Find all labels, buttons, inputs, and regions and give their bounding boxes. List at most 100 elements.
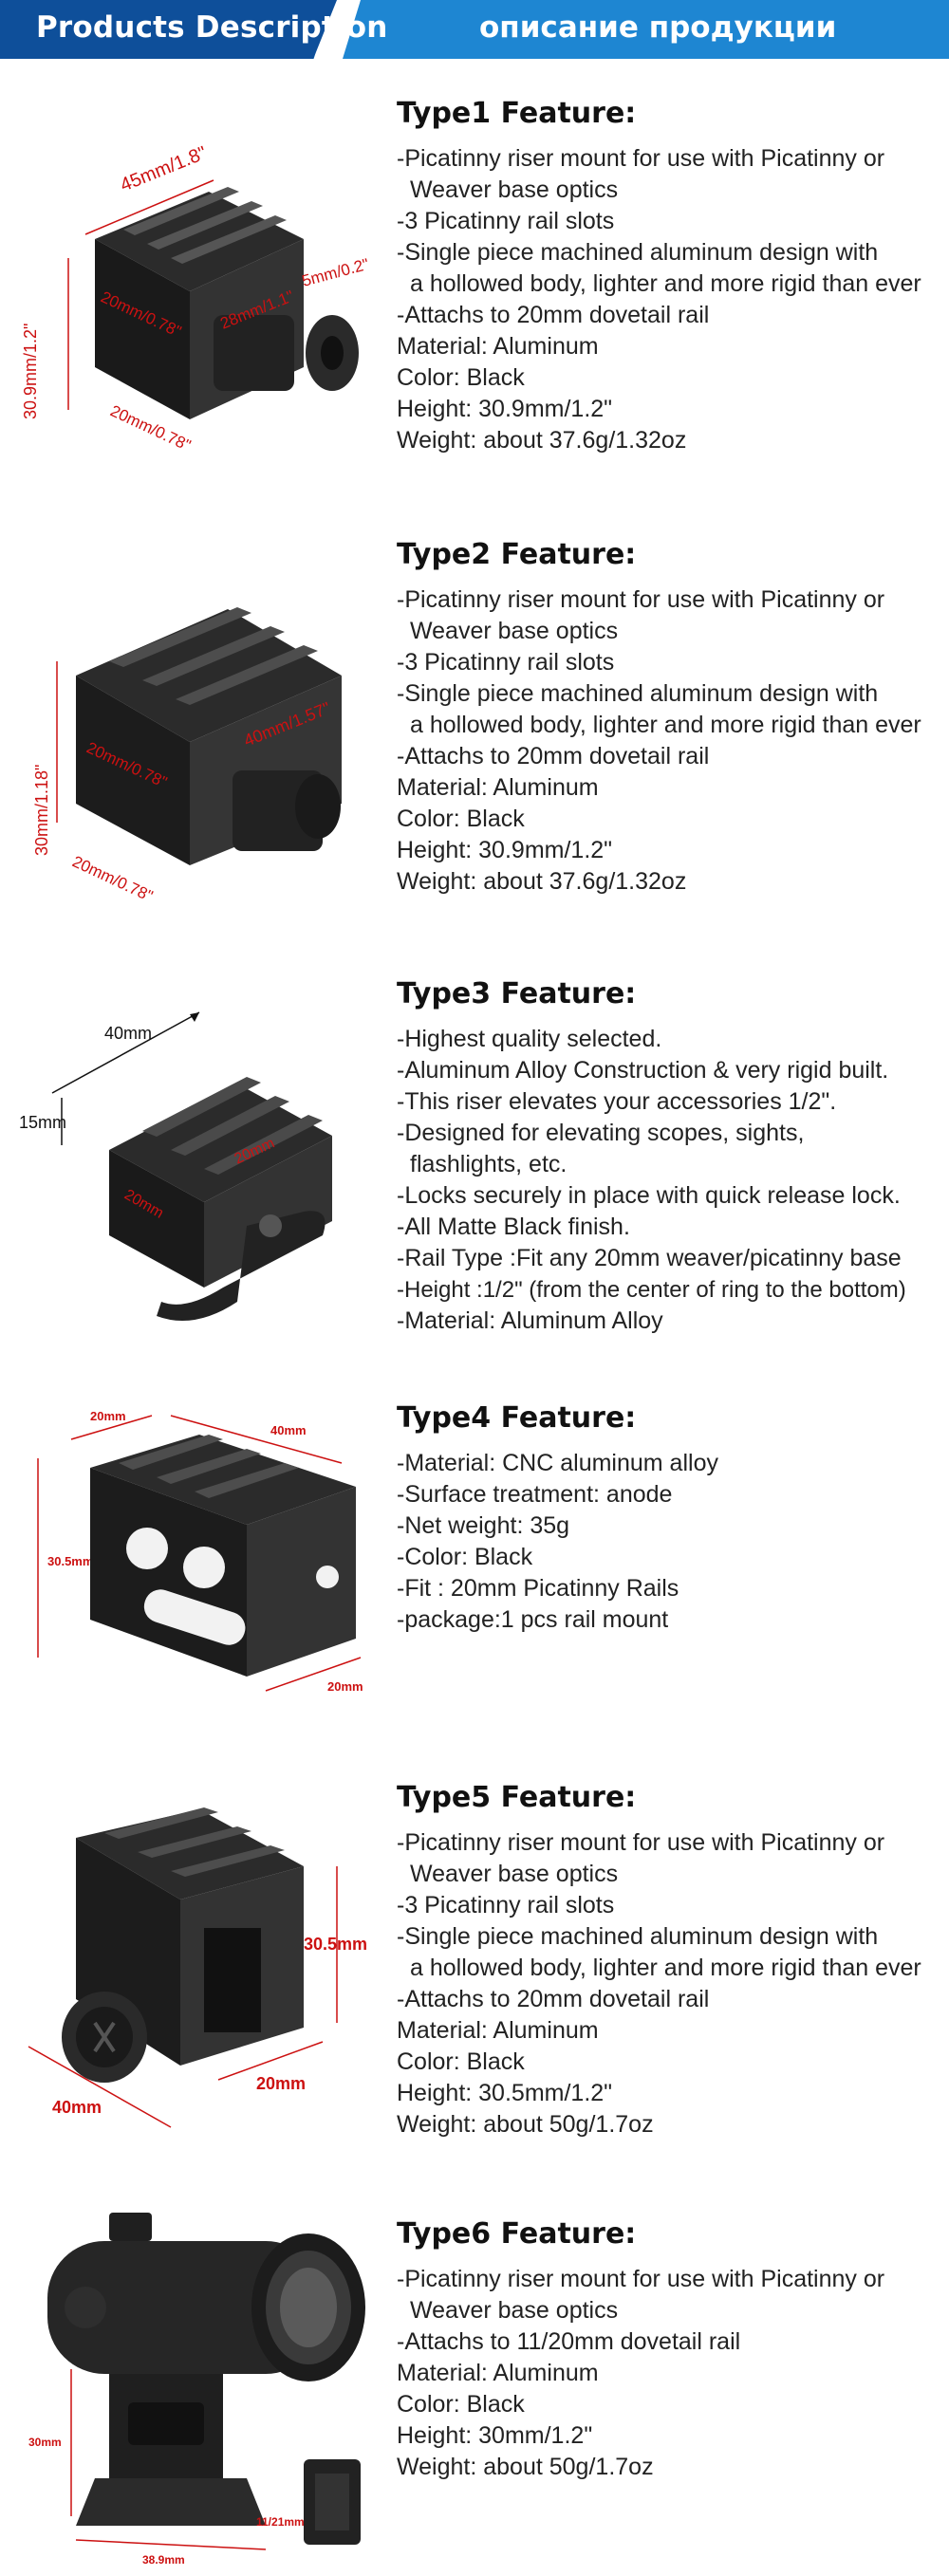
type6-line-3: -Attachs to 11/20mm dovetail rail (397, 2328, 741, 2355)
type2-line-10: Weight: about 37.6g/1.32oz (397, 868, 687, 895)
type5-line-10: Weight: about 50g/1.7oz (397, 2111, 654, 2138)
type1-dim-slot: 5mm/0.2" (300, 255, 371, 290)
type5-line-8: Color: Black (397, 2048, 525, 2075)
type2-line-4: -Single piece machined aluminum design w… (397, 680, 879, 707)
type2-riser-drawing: 30mm/1.18" 40mm/1.57" 20mm/0.78" 20mm/0.… (32, 607, 342, 903)
type6-text: Type6 Feature: -Picatinny riser mount fo… (397, 2217, 947, 2483)
type5-line-5: a hollowed body, lighter and more rigid … (410, 1955, 921, 1981)
type2-line-8: Color: Black (397, 806, 525, 832)
type6-line-4: Material: Aluminum (397, 2360, 599, 2386)
banner-title-ru: описание продукции (479, 10, 837, 45)
type6-section: 30mm 38.9mm 11/21mm Type6 Feature: -Pica… (0, 2184, 949, 2576)
type1-line-1: -Picatinny riser mount for use with Pica… (397, 145, 885, 172)
type4-line-1: -Material: CNC aluminum alloy (397, 1450, 718, 1476)
type5-riser-drawing: 30.5mm 20mm 40mm (28, 1807, 367, 2128)
type3-line-1: -Highest quality selected. (397, 1026, 662, 1052)
type6-reddot-drawing: 30mm 38.9mm 11/21mm (28, 2213, 365, 2567)
type6-line-1: -Picatinny riser mount for use with Pica… (397, 2266, 885, 2292)
type4-line-6: -package:1 pcs rail mount (397, 1606, 669, 1633)
type3-line-3: -This riser elevates your accessories 1/… (397, 1088, 837, 1115)
type5-text: Type5 Feature: -Picatinny riser mount fo… (397, 1781, 947, 2140)
type4-dim-length: 40mm (270, 1423, 307, 1437)
type4-text: Type4 Feature: -Material: CNC aluminum a… (397, 1401, 947, 1636)
type3-dim-length: 40mm (104, 1024, 152, 1043)
banner-left-bg (0, 0, 337, 59)
type4-riser-drawing: 20mm 40mm 30.5mm 20mm (37, 1409, 363, 1694)
type6-line-2: Weaver base optics (410, 2297, 619, 2324)
type3-text: Type3 Feature: -Highest quality selected… (397, 977, 947, 1337)
type6-dim-length: 38.9mm (142, 2553, 185, 2567)
type2-dim-height: 30mm/1.18" (32, 765, 51, 856)
type1-section: 45mm/1.8" 5mm/0.2" 20mm/0.78" 28mm/1.1" … (0, 59, 949, 495)
type3-line-5: flashlights, etc. (410, 1151, 568, 1177)
type4-dim-width-top: 20mm (90, 1409, 126, 1423)
type2-product-image: 30mm/1.18" 40mm/1.57" 20mm/0.78" 20mm/0.… (19, 552, 380, 903)
type5-line-6: -Attachs to 20mm dovetail rail (397, 1986, 710, 2012)
type4-dim-width-base: 20mm (327, 1679, 363, 1694)
type5-product-image: 30.5mm 20mm 40mm (19, 1781, 380, 2160)
header-banner: Products Description описание продукции (0, 0, 949, 59)
type5-section: 30.5mm 20mm 40mm Type5 Feature: -Picatin… (0, 1738, 949, 2184)
type2-heading: Type2 Feature: (397, 538, 637, 571)
type2-section: 30mm/1.18" 40mm/1.57" 20mm/0.78" 20mm/0.… (0, 495, 949, 932)
type3-line-4: -Designed for elevating scopes, sights, (397, 1120, 805, 1146)
type6-line-5: Color: Black (397, 2391, 525, 2418)
type3-section: 40mm 15mm 20mm 20mm Type3 Feature: -High… (0, 932, 949, 1363)
type2-line-9: Height: 30.9mm/1.2" (397, 837, 613, 863)
type5-line-1: -Picatinny riser mount for use with Pica… (397, 1829, 885, 1856)
type3-dim-height: 15mm (19, 1113, 66, 1132)
type4-line-3: -Net weight: 35g (397, 1512, 570, 1539)
type6-line-7: Weight: about 50g/1.7oz (397, 2454, 654, 2480)
type6-dim-width: 11/21mm (256, 2515, 305, 2529)
type2-line-1: -Picatinny riser mount for use with Pica… (397, 586, 885, 613)
type1-line-8: Color: Black (397, 364, 525, 391)
type5-dim-width: 20mm (256, 2074, 306, 2093)
type5-line-9: Height: 30.5mm/1.2" (397, 2080, 613, 2106)
type5-line-3: -3 Picatinny rail slots (397, 1892, 615, 1918)
type3-riser-drawing: 40mm 15mm 20mm 20mm (19, 1011, 332, 1321)
type6-dim-height: 30mm (28, 2436, 62, 2449)
type2-text: Type2 Feature: -Picatinny riser mount fo… (397, 538, 947, 898)
type1-text: Type1 Feature: -Picatinny riser mount fo… (397, 97, 947, 456)
type4-line-5: -Fit : 20mm Picatinny Rails (397, 1575, 679, 1602)
type6-heading: Type6 Feature: (397, 2217, 637, 2251)
type6-product-image: 30mm 38.9mm 11/21mm (19, 2203, 380, 2568)
type1-line-7: Material: Aluminum (397, 333, 599, 360)
type3-heading: Type3 Feature: (397, 977, 637, 1010)
type5-line-4: -Single piece machined aluminum design w… (397, 1923, 879, 1950)
type1-line-10: Weight: about 37.6g/1.32oz (397, 427, 687, 454)
type2-line-3: -3 Picatinny rail slots (397, 649, 615, 676)
type3-product-image: 40mm 15mm 20mm 20mm (19, 974, 380, 1349)
type2-line-6: -Attachs to 20mm dovetail rail (397, 743, 710, 769)
type4-line-4: -Color: Black (397, 1544, 533, 1570)
type5-line-7: Material: Aluminum (397, 2017, 599, 2044)
type2-line-5: a hollowed body, lighter and more rigid … (410, 712, 921, 738)
type1-line-6: -Attachs to 20mm dovetail rail (397, 302, 710, 328)
type3-line-7: -All Matte Black finish. (397, 1214, 630, 1240)
type1-line-5: a hollowed body, lighter and more rigid … (410, 270, 921, 297)
type1-product-image: 45mm/1.8" 5mm/0.2" 20mm/0.78" 28mm/1.1" … (19, 135, 380, 457)
type4-section: 20mm 40mm 30.5mm 20mm Type4 Feature: -Ma… (0, 1363, 949, 1738)
type3-line-8: -Rail Type :Fit any 20mm weaver/picatinn… (397, 1245, 902, 1271)
type1-dim-height: 30.9mm/1.2" (21, 324, 40, 419)
type6-line-6: Height: 30mm/1.2" (397, 2422, 593, 2449)
type5-dim-height: 30.5mm (304, 1935, 367, 1954)
type1-riser-drawing: 45mm/1.8" 5mm/0.2" 20mm/0.78" 28mm/1.1" … (21, 142, 371, 454)
type4-product-image: 20mm 40mm 30.5mm 20mm (19, 1392, 380, 1729)
type2-dim-width-base: 20mm/0.78" (69, 852, 156, 903)
type1-heading: Type1 Feature: (397, 97, 637, 130)
type2-line-7: Material: Aluminum (397, 774, 599, 801)
type4-line-2: -Surface treatment: anode (397, 1481, 673, 1508)
type5-dim-length: 40mm (52, 2098, 102, 2117)
banner-title-en: Products Description (36, 10, 388, 45)
type3-line-9: -Height :1/2" (from the center of ring t… (397, 1277, 906, 1303)
type3-line-6: -Locks securely in place with quick rele… (397, 1182, 901, 1209)
type1-line-2: Weaver base optics (410, 176, 619, 203)
type3-line-10: -Material: Aluminum Alloy (397, 1307, 663, 1334)
type1-line-9: Height: 30.9mm/1.2" (397, 396, 613, 422)
type3-line-2: -Aluminum Alloy Construction & very rigi… (397, 1057, 889, 1084)
type1-line-3: -3 Picatinny rail slots (397, 208, 615, 234)
type4-dim-height: 30.5mm (47, 1554, 93, 1568)
type4-heading: Type4 Feature: (397, 1401, 637, 1435)
type5-heading: Type5 Feature: (397, 1781, 637, 1814)
